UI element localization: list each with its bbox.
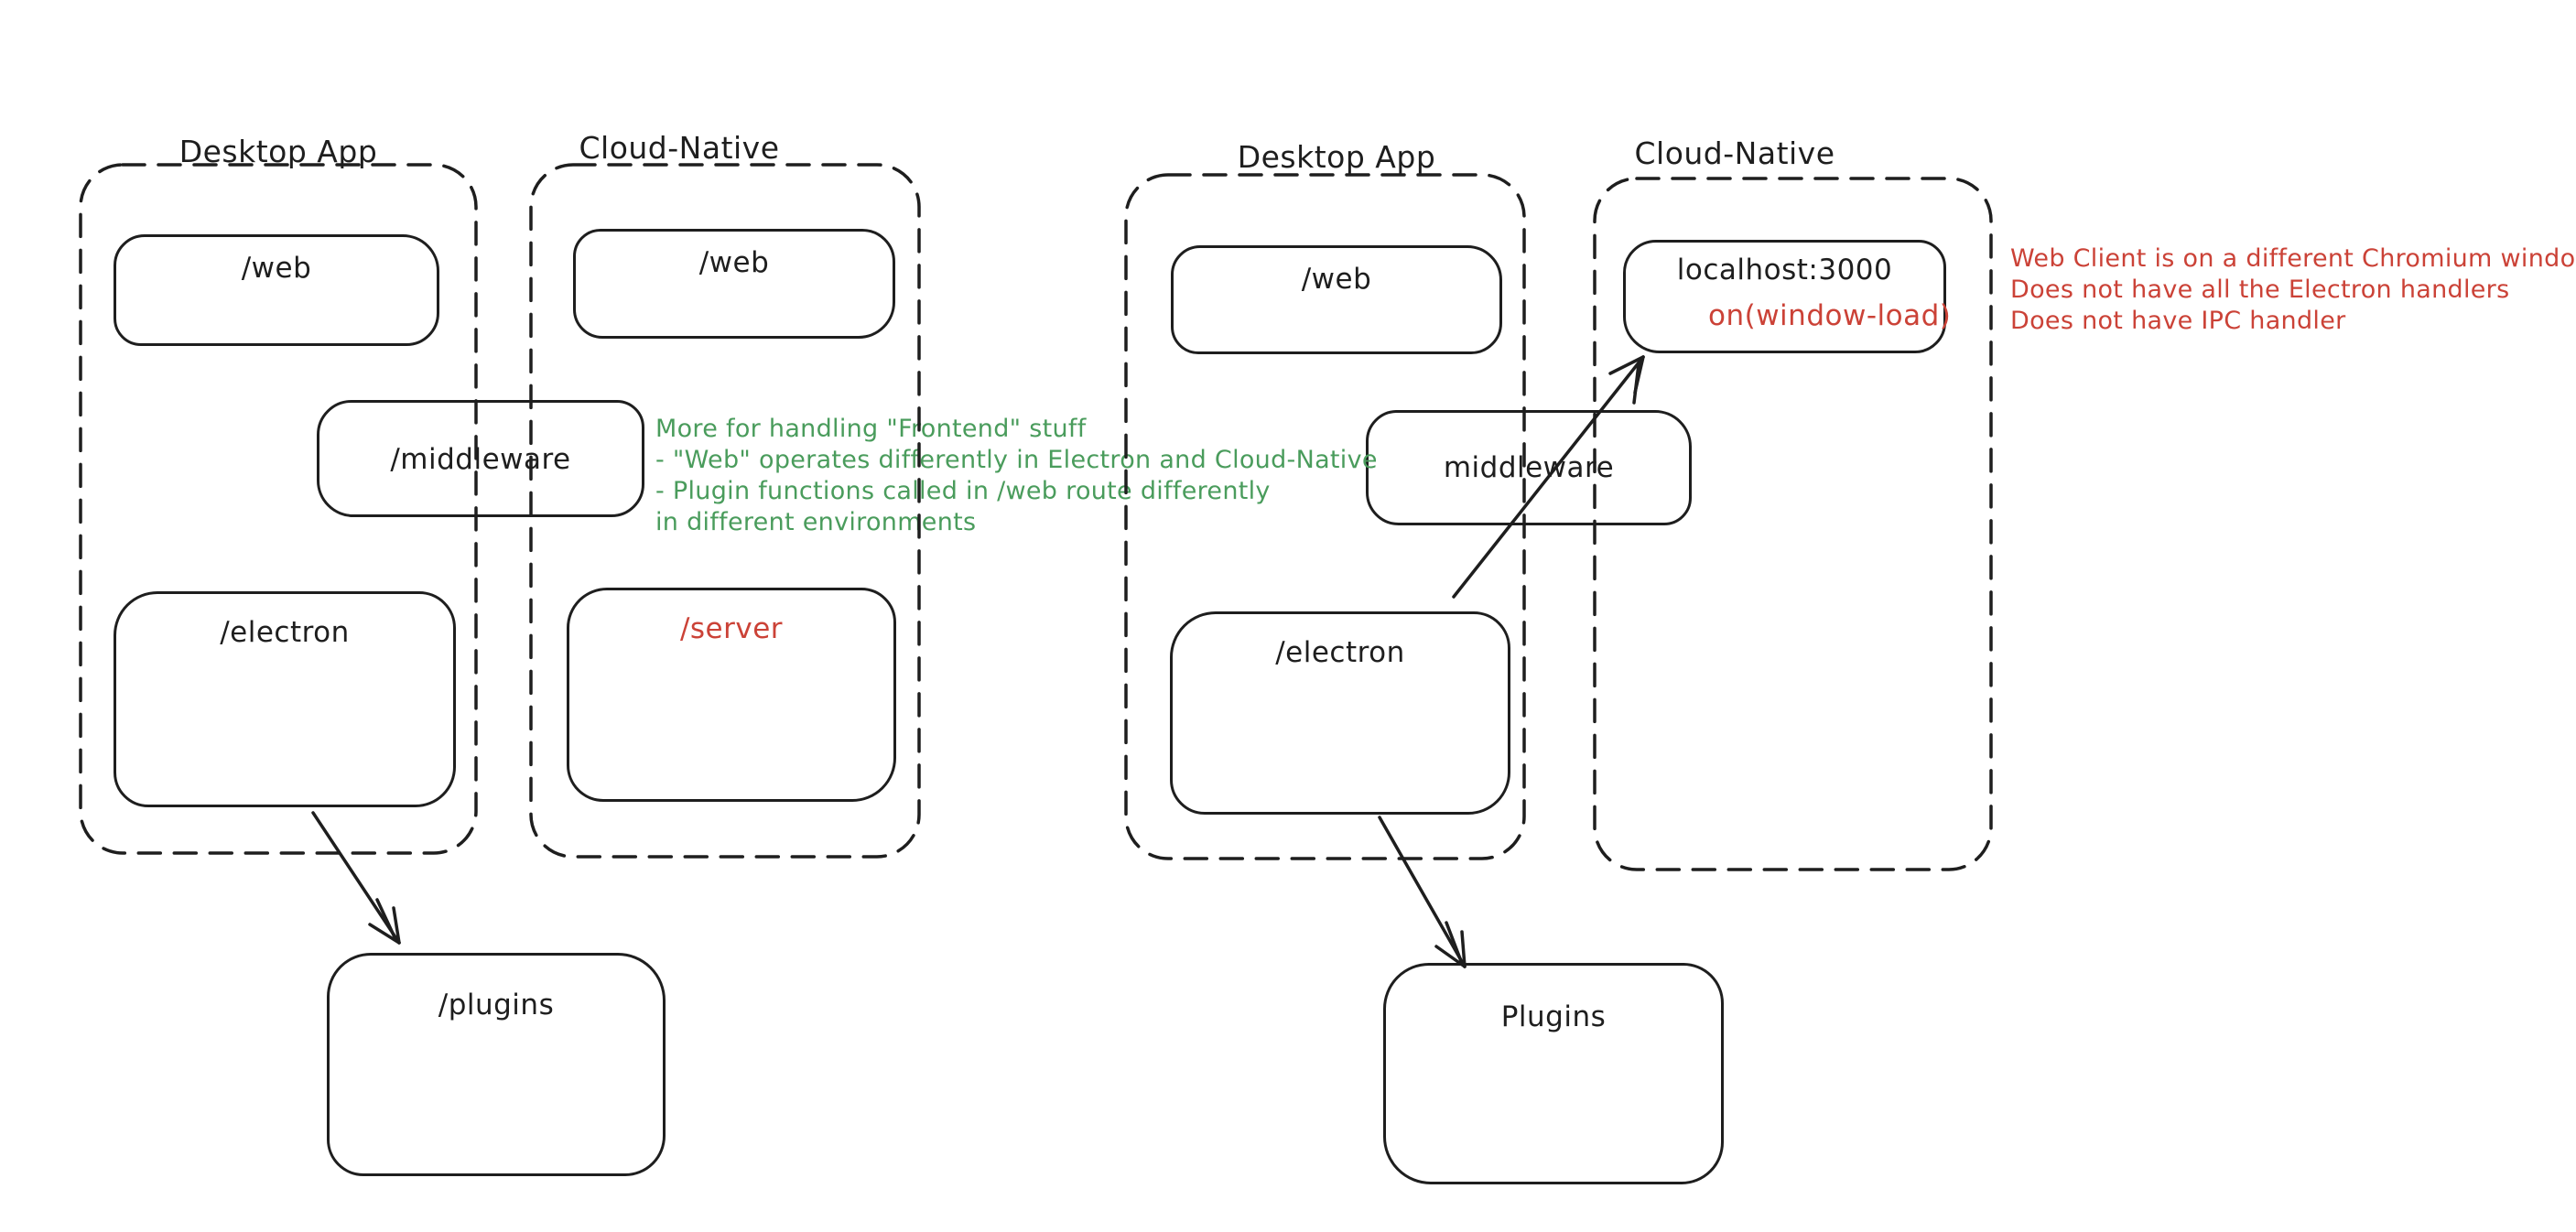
box-plugins-left-label: /plugins — [438, 989, 555, 1021]
left-desktop-group-label: Desktop App — [179, 134, 378, 169]
box-web-right: /web — [1171, 245, 1502, 354]
box-electron-left-label: /electron — [220, 616, 350, 649]
arrow-electron-to-plugins-right — [1378, 816, 1467, 968]
box-plugins-left: /plugins — [327, 953, 666, 1176]
box-electron-right: /electron — [1170, 611, 1510, 815]
box-middleware-right-label: middleware — [1443, 451, 1615, 484]
green-annotation: More for handling "Frontend" stuff - "We… — [655, 414, 1378, 538]
box-electron-right-label: /electron — [1275, 636, 1405, 669]
box-plugins-right: Plugins — [1383, 963, 1724, 1184]
green-annotation-line: More for handling "Frontend" stuff — [655, 415, 1087, 443]
right-cloud-group-label: Cloud-Native — [1634, 135, 1835, 171]
left-cloud-group-label: Cloud-Native — [579, 130, 780, 166]
box-middleware-right: middleware — [1366, 410, 1692, 525]
red-annotation-line: Does not have all the Electron handlers — [2010, 276, 2510, 304]
box-web-cloud-left-label: /web — [698, 246, 770, 279]
box-middleware-left: /middleware — [317, 400, 644, 517]
green-annotation-line: - Plugin functions called in /web route … — [655, 477, 1271, 505]
red-annotation-line: Web Client is on a different Chromium wi… — [2010, 244, 2576, 273]
box-localhost-label: localhost:3000 — [1676, 254, 1893, 286]
box-server-left-label: /server — [679, 612, 784, 645]
box-web-desktop-left-label: /web — [241, 252, 312, 285]
box-web-desktop-left: /web — [114, 234, 439, 346]
box-electron-left: /electron — [114, 591, 456, 807]
box-web-cloud-left: /web — [573, 229, 895, 339]
box-server-left: /server — [567, 588, 896, 802]
box-plugins-right-label: Plugins — [1500, 1000, 1607, 1033]
box-web-right-label: /web — [1301, 263, 1372, 296]
box-middleware-left-label: /middleware — [390, 443, 571, 476]
arrow-electron-to-plugins-left — [311, 811, 401, 945]
right-desktop-group-label: Desktop App — [1237, 139, 1436, 175]
green-annotation-line: - "Web" operates differently in Electron… — [655, 446, 1378, 474]
red-annotation-line: Does not have IPC handler — [2010, 307, 2346, 335]
green-annotation-line: in different environments — [655, 508, 977, 536]
box-localhost-right: localhost:3000 on(window-load) — [1623, 240, 1952, 353]
box-localhost-event-label: on(window-load) — [1708, 299, 1952, 332]
red-annotation: Web Client is on a different Chromium wi… — [2010, 243, 2576, 337]
